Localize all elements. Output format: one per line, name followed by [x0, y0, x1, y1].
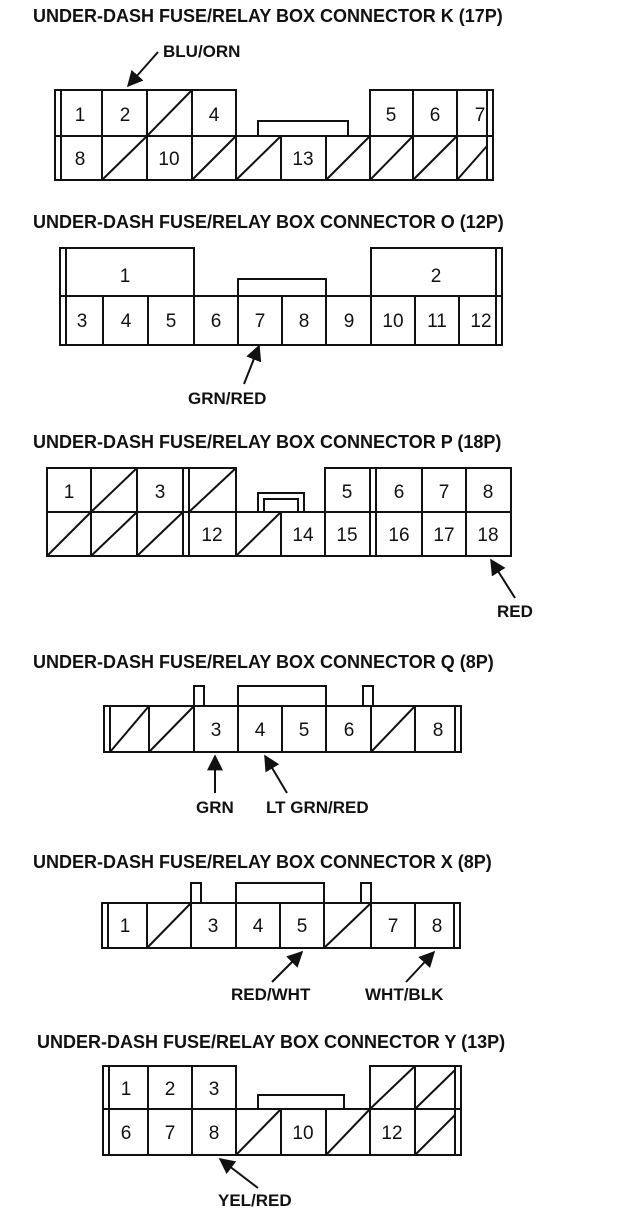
pin-label: 6 — [430, 105, 441, 126]
pin-label: 12 — [470, 311, 491, 332]
pin-label: 7 — [439, 482, 450, 503]
wire-label: WHT/BLK — [365, 985, 444, 1004]
pin-label: 3 — [155, 482, 166, 503]
pin-label: 8 — [432, 916, 443, 937]
pin-label: 7 — [388, 916, 399, 937]
pin-label: 6 — [344, 720, 355, 741]
wire-label: RED/WHT — [231, 985, 311, 1004]
wire-label: RED — [497, 602, 533, 621]
wire-label: LT GRN/RED — [266, 798, 369, 817]
pin-label: 14 — [292, 525, 314, 546]
pin-label: 5 — [386, 105, 397, 126]
pin-label: 5 — [342, 482, 353, 503]
wire-label: GRN — [196, 798, 234, 817]
pin-label: 16 — [388, 525, 409, 546]
connector-q: UNDER-DASH FUSE/RELAY BOX CONNECTOR Q (8… — [33, 652, 494, 817]
wire-label: GRN/RED — [188, 389, 266, 408]
pin-label: 5 — [299, 720, 310, 741]
pin-label: 2 — [120, 105, 131, 126]
pin-label: 1 — [120, 266, 131, 287]
pin-label: 10 — [158, 149, 179, 170]
pin-label: 10 — [382, 311, 403, 332]
arrow-icon — [490, 558, 516, 599]
pin-label: 8 — [209, 1123, 220, 1144]
arrow-icon — [271, 950, 304, 983]
pin-label: 1 — [121, 1079, 132, 1100]
pin-label: 4 — [255, 720, 266, 741]
pin-label: 15 — [336, 525, 357, 546]
connector-x: UNDER-DASH FUSE/RELAY BOX CONNECTOR X (8… — [33, 852, 492, 1004]
connector-x-title: UNDER-DASH FUSE/RELAY BOX CONNECTOR X (8… — [33, 852, 492, 872]
pin-label: 7 — [255, 311, 266, 332]
pin-label: 7 — [475, 105, 486, 126]
arrow-icon — [218, 1158, 259, 1189]
pin-label: 13 — [292, 149, 313, 170]
connector-p: UNDER-DASH FUSE/RELAY BOX CONNECTOR P (1… — [33, 432, 533, 621]
pin-label: 4 — [253, 916, 264, 937]
connector-q-title: UNDER-DASH FUSE/RELAY BOX CONNECTOR Q (8… — [33, 652, 494, 672]
pin-label: 6 — [394, 482, 405, 503]
pin-label: 3 — [211, 720, 222, 741]
pin-label: 6 — [121, 1123, 132, 1144]
pin-label: 8 — [299, 311, 310, 332]
pin-label: 17 — [433, 525, 454, 546]
pin-label: 3 — [77, 311, 88, 332]
arrow-icon — [243, 344, 262, 385]
connector-y-title: UNDER-DASH FUSE/RELAY BOX CONNECTOR Y (1… — [37, 1032, 505, 1052]
pin-label: 5 — [166, 311, 177, 332]
pin-label: 18 — [477, 525, 498, 546]
pin-label: 3 — [208, 916, 219, 937]
pin-label: 1 — [120, 916, 131, 937]
wire-label: YEL/RED — [218, 1191, 292, 1210]
pin-label: 11 — [427, 311, 447, 332]
arrow-icon — [264, 754, 288, 794]
pin-label: 4 — [209, 105, 220, 126]
pin-label: 8 — [75, 149, 86, 170]
pin-label: 6 — [211, 311, 222, 332]
arrow-icon — [405, 950, 436, 983]
pin-label: 1 — [75, 105, 86, 126]
pin-label: 1 — [64, 482, 75, 503]
pin-label: 12 — [381, 1123, 402, 1144]
pin-label: 10 — [292, 1123, 313, 1144]
pin-label: 3 — [209, 1079, 220, 1100]
pin-label: 2 — [431, 266, 442, 287]
connector-y: UNDER-DASH FUSE/RELAY BOX CONNECTOR Y (1… — [37, 1032, 505, 1210]
arrow-icon — [126, 51, 159, 88]
pin-label: 8 — [433, 720, 444, 741]
pin-label: 5 — [297, 916, 308, 937]
pin-label: 9 — [344, 311, 355, 332]
connector-k-title: UNDER-DASH FUSE/RELAY BOX CONNECTOR K (1… — [33, 6, 503, 26]
wire-label: BLU/ORN — [163, 42, 240, 61]
connector-o-title: UNDER-DASH FUSE/RELAY BOX CONNECTOR O (1… — [33, 212, 504, 232]
pin-label: 8 — [483, 482, 494, 503]
connector-p-title: UNDER-DASH FUSE/RELAY BOX CONNECTOR P (1… — [33, 432, 501, 452]
connector-k: UNDER-DASH FUSE/RELAY BOX CONNECTOR K (1… — [33, 6, 503, 181]
connector-o: UNDER-DASH FUSE/RELAY BOX CONNECTOR O (1… — [33, 212, 504, 408]
pin-label: 2 — [165, 1079, 176, 1100]
pin-label: 12 — [201, 525, 222, 546]
pin-label: 7 — [165, 1123, 176, 1144]
pin-label: 4 — [121, 311, 132, 332]
